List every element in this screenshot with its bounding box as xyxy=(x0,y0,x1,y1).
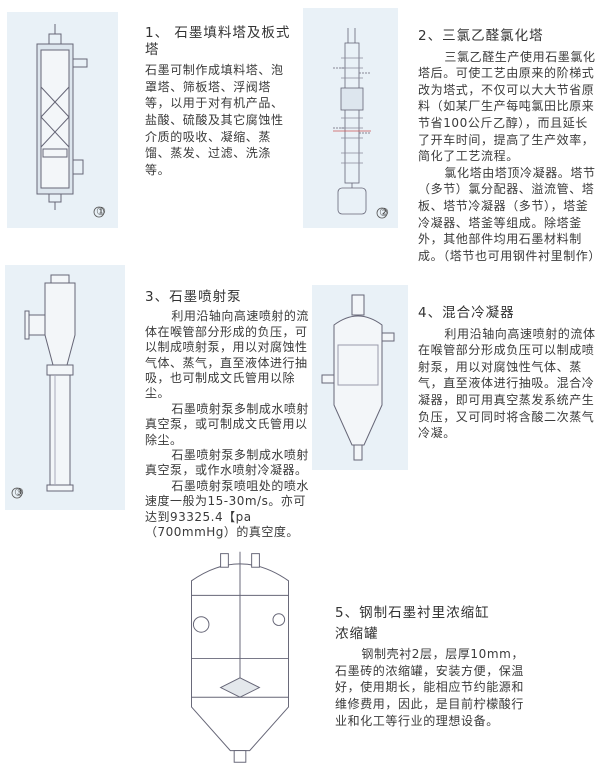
packed-tower-diagram: ① xyxy=(7,12,118,228)
section-4: 4、混合冷凝器 利用沿轴向高速喷射的流体在喉管部分形成负压可以制成喷射泵，用以对… xyxy=(418,305,596,442)
section-paragraph: 氯化塔由塔顶冷凝器。塔节（多节）氯分配器、溢流管、塔板、塔节冷凝器（多节），塔釜… xyxy=(418,165,600,263)
figure-label: ② xyxy=(379,206,389,219)
section-title: 5、钢制石墨衬里浓缩缸 xyxy=(335,605,490,621)
section-paragraph: 石墨喷射泵喷咀处的喷水速度一般为15-30m/s。亦可达到93325.4【pa（… xyxy=(145,478,309,540)
jet-pump-diagram: ③ xyxy=(5,265,125,510)
section-subtitle: 浓缩罐 xyxy=(335,625,379,642)
section-paragraph: 利用沿轴向高速喷射的流体在喉管部分形成的负压，可以制成喷射泵，用以对腐蚀性气体、… xyxy=(145,309,309,401)
section-title: 4、混合冷凝器 xyxy=(418,305,515,321)
section-paragraph: 三氯乙醛生产使用石墨氯化塔后。可使工艺由原来的阶梯式改为塔式，不仅可以大大节省原… xyxy=(418,49,596,164)
section-title: 3、石墨喷射泵 xyxy=(145,289,242,305)
section-title: 1、 石墨填料塔及板式塔 xyxy=(145,25,291,58)
figure-label: ① xyxy=(96,205,106,218)
section-1: 1、 石墨填料塔及板式塔 石墨可制作成填料塔、泡罩塔、筛板塔、浮阀塔等，以用于对… xyxy=(145,25,295,178)
concentration-tank-diagram xyxy=(170,542,310,770)
section-5: 5、钢制石墨衬里浓缩缸 浓缩罐 钢制壳衬2层，层厚10mm，石墨砖的浓缩罐，安装… xyxy=(335,605,535,729)
section-3: 3、石墨喷射泵 利用沿轴向高速喷射的流体在喉管部分形成的负压，可以制成喷射泵，用… xyxy=(145,289,315,541)
chlorination-tower-diagram: ② xyxy=(303,8,398,228)
section-paragraph: 钢制壳衬2层，层厚10mm，石墨砖的浓缩罐，安装方便，保温好，使用期长，能相应节… xyxy=(335,647,525,728)
section-paragraph: 石墨喷射泵多制成水喷射真空泵，或可制成文氏管用以除尘。 xyxy=(145,401,309,447)
section-paragraph: 利用沿轴向高速喷射的流体在喉管部分形成负压可以制成喷射泵，用以对腐蚀性气体、蒸气… xyxy=(418,326,596,441)
section-title: 2、三氯乙醛氯化塔 xyxy=(418,28,544,44)
mixing-condenser-diagram xyxy=(312,285,408,470)
section-2: 2、三氯乙醛氯化塔 三氯乙醛生产使用石墨氯化塔后。可使工艺由原来的阶梯式改为塔式… xyxy=(418,28,600,264)
section-paragraph: 石墨可制作成填料塔、泡罩塔、筛板塔、浮阀塔等，以用于对有机产品、盐酸、硫酸及其它… xyxy=(145,63,284,177)
figure-label: ③ xyxy=(14,486,24,499)
section-paragraph: 石墨喷射泵多制成水喷射真空泵，或作水喷射冷凝器。 xyxy=(145,448,309,478)
